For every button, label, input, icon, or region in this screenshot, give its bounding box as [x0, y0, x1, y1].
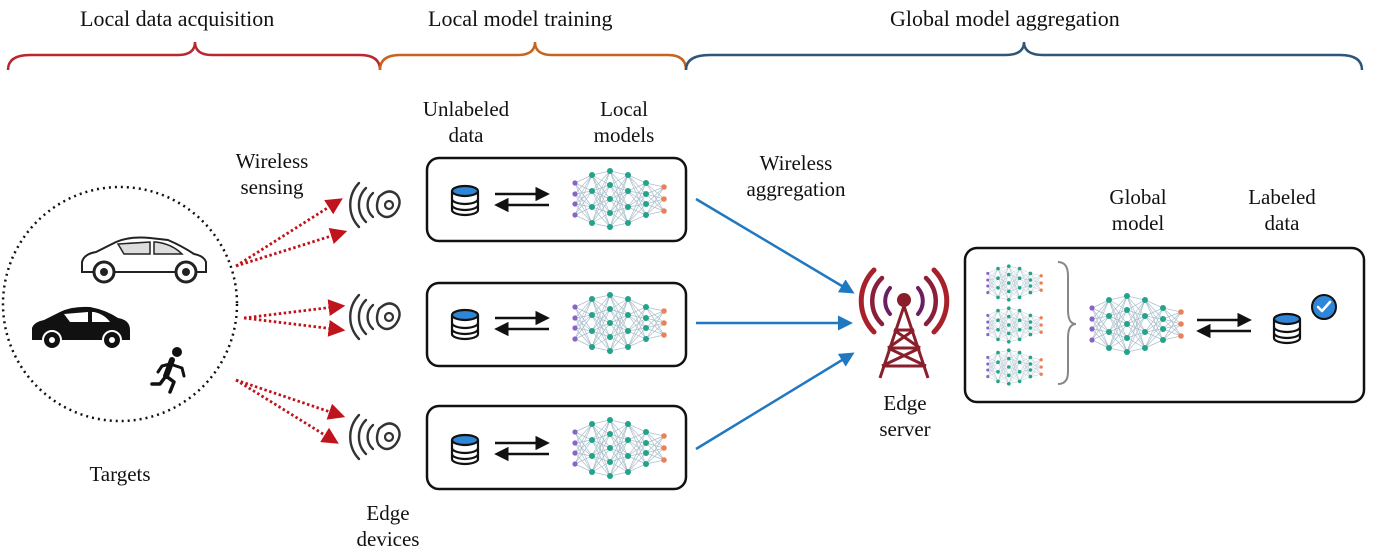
local-device-box-3: [425, 404, 688, 491]
global-aggregation-box: [963, 246, 1366, 404]
targets-circle: [1, 185, 239, 423]
suv-icon: [32, 306, 130, 350]
targets-label: Targets: [89, 462, 151, 486]
aggregation-arrows: [695, 197, 855, 451]
car-icon: [81, 236, 207, 284]
merge-brace: [1057, 261, 1077, 385]
sensor-icon-3: [349, 413, 401, 461]
phase-local-training: Local model training: [428, 6, 613, 31]
local-device-box-1: [425, 156, 688, 243]
sensing-arrows: [235, 198, 348, 444]
runner-icon: [150, 347, 186, 394]
phase-global-aggregation: Global model aggregation: [890, 6, 1120, 31]
checkmark-badge-icon: [1311, 294, 1337, 320]
aggregation-brace: [684, 41, 1364, 71]
sensor-icon-1: [349, 181, 401, 229]
edge-server-tower-icon: [858, 267, 950, 379]
acquisition-brace: [6, 41, 382, 71]
training-brace: [378, 41, 688, 71]
local-device-box-2: [425, 281, 688, 368]
sensor-icon-2: [349, 293, 401, 341]
phase-local-acquisition: Local data acquisition: [80, 6, 275, 31]
